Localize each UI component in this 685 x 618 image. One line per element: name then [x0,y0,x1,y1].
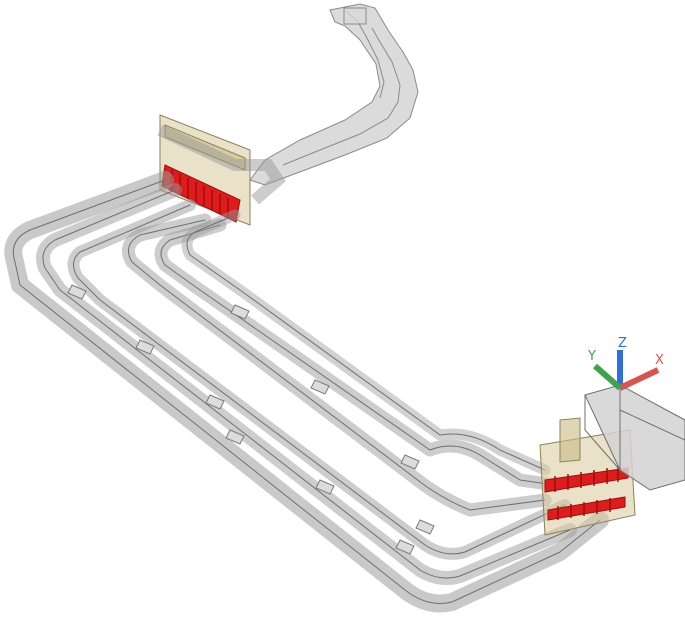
tray-loops [4,171,609,613]
upper-duct [249,3,419,186]
x-axis-label: X [655,353,664,368]
z-axis-label: Z [618,336,627,351]
ucs-axes-icon: Z X Y [587,336,664,391]
connector-block-upper [157,114,286,226]
x-axis-line [618,367,660,391]
y-axis-line [593,363,622,391]
connector-block-lower [539,417,636,536]
y-axis-label: Y [587,349,596,364]
tray-separators [67,284,435,555]
